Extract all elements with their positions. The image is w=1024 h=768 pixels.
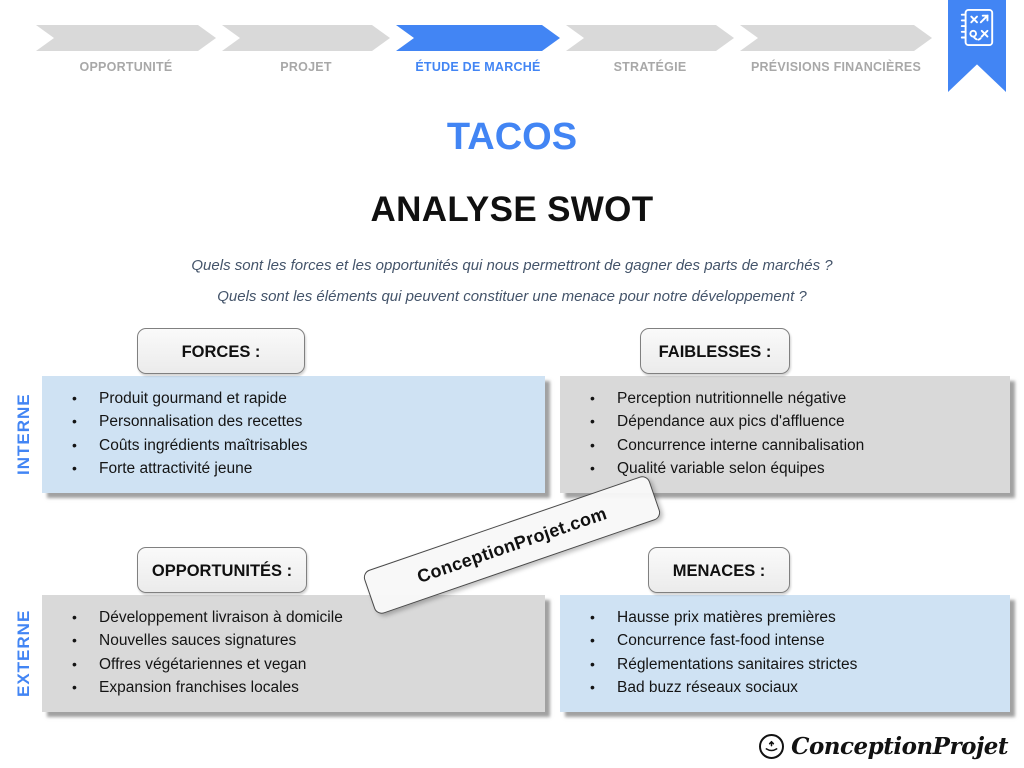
list-item: Coûts ingrédients maîtrisables — [72, 434, 537, 457]
chevron-shape — [396, 25, 560, 51]
forces-list: Produit gourmand et rapide Personnalisat… — [42, 376, 545, 481]
list-item: Bad buzz réseaux sociaux — [590, 676, 1002, 699]
footer-logo-text: ConceptionProjet — [791, 733, 1008, 760]
chevron-shape — [222, 25, 390, 51]
chevron-shape — [566, 25, 734, 51]
nav-step-projet[interactable]: PROJET — [222, 25, 390, 74]
forces-title-box: FORCES : — [137, 328, 305, 374]
list-item: Réglementations sanitaires strictes — [590, 653, 1002, 676]
list-item: Dépendance aux pics d'affluence — [590, 410, 1002, 433]
forces-panel: Produit gourmand et rapide Personnalisat… — [42, 376, 545, 493]
axis-label-externe: EXTERNE — [14, 609, 33, 698]
list-item: Concurrence fast-food intense — [590, 629, 1002, 652]
list-item: Perception nutritionnelle négative — [590, 387, 1002, 410]
list-item: Personnalisation des recettes — [72, 410, 537, 433]
list-item: Forte attractivité jeune — [72, 457, 537, 480]
nav-step-label: PRÉVISIONS FINANCIÈRES — [750, 60, 922, 74]
opportunites-list: Développement livraison à domicile Nouve… — [42, 595, 545, 700]
list-item: Produit gourmand et rapide — [72, 387, 537, 410]
slide-title: ANALYSE SWOT — [370, 190, 654, 229]
nav-step-label: PROJET — [280, 60, 332, 74]
list-item: Développement livraison à domicile — [72, 606, 537, 629]
bookmark-ribbon — [948, 0, 1006, 92]
list-item: Concurrence interne cannibalisation — [590, 434, 1002, 457]
strategy-playbook-icon — [960, 9, 994, 47]
nav-step-strategie[interactable]: STRATÉGIE — [566, 25, 734, 74]
menaces-title-box: MENACES : — [648, 547, 790, 593]
list-item: Offres végétariennes et vegan — [72, 653, 537, 676]
list-item: Hausse prix matières premières — [590, 606, 1002, 629]
nav-step-opportunite[interactable]: OPPORTUNITÉ — [36, 25, 216, 74]
nav-step-label: ÉTUDE DE MARCHÉ — [415, 60, 541, 74]
nav-step-label: OPPORTUNITÉ — [79, 60, 173, 74]
opportunites-panel: Développement livraison à domicile Nouve… — [42, 595, 545, 712]
menaces-list: Hausse prix matières premières Concurren… — [560, 595, 1010, 700]
axis-label-interne: INTERNE — [14, 393, 33, 476]
opportunites-title-box: OPPORTUNITÉS : — [137, 547, 307, 593]
faiblesses-panel: Perception nutritionnelle négative Dépen… — [560, 376, 1010, 493]
menaces-panel: Hausse prix matières premières Concurren… — [560, 595, 1010, 712]
hand-presenting-icon — [759, 734, 785, 759]
chevron-shape — [740, 25, 932, 51]
footer-logo: ConceptionProjet — [759, 733, 1008, 760]
nav-step-label: STRATÉGIE — [613, 60, 687, 74]
nav-step-etude-de-marche[interactable]: ÉTUDE DE MARCHÉ — [396, 25, 560, 74]
nav-step-previsions-financieres[interactable]: PRÉVISIONS FINANCIÈRES — [740, 25, 932, 74]
project-title: TACOS — [446, 116, 578, 158]
list-item: Qualité variable selon équipes — [590, 457, 1002, 480]
list-item: Nouvelles sauces signatures — [72, 629, 537, 652]
chevron-shape — [36, 25, 216, 51]
faiblesses-title-box: FAIBLESSES : — [640, 328, 790, 374]
question-line-1: Quels sont les forces et les opportunité… — [191, 257, 833, 274]
list-item: Expansion franchises locales — [72, 676, 537, 699]
question-line-2: Quels sont les éléments qui peuvent cons… — [217, 288, 807, 305]
faiblesses-list: Perception nutritionnelle négative Dépen… — [560, 376, 1010, 481]
